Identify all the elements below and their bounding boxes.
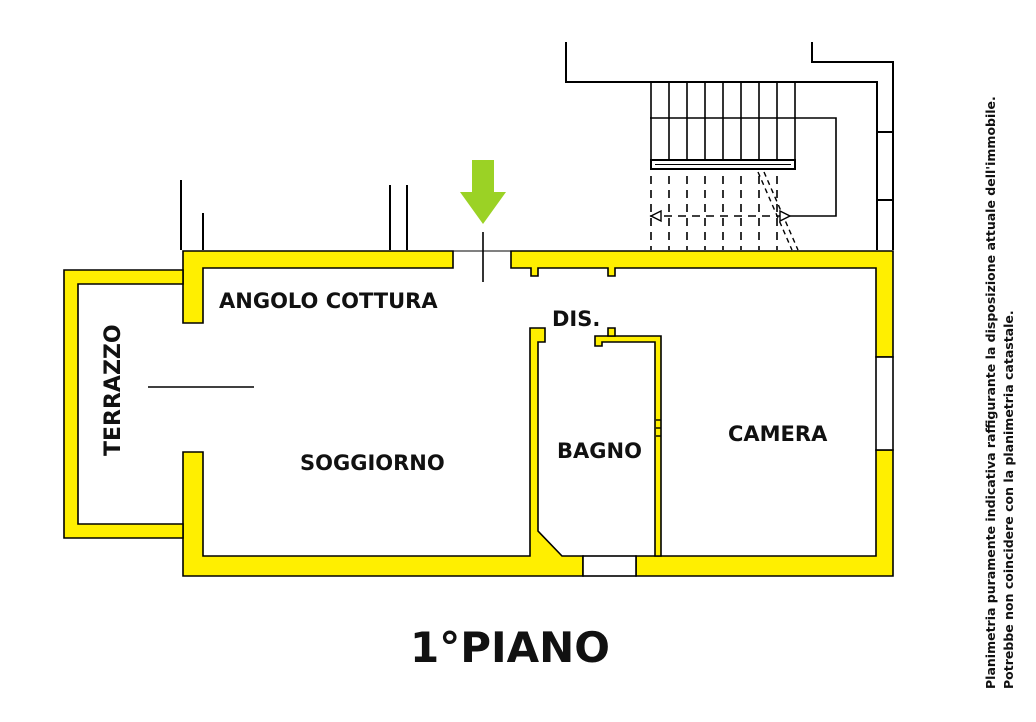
window-camera — [875, 356, 894, 451]
entrance — [453, 232, 511, 282]
room-label-soggiorno: SOGGIORNO — [300, 451, 445, 475]
openings — [582, 356, 894, 577]
stair-steps-upper — [650, 82, 796, 160]
adjacent-walls — [180, 180, 408, 250]
stair-direction-line — [650, 117, 837, 217]
wall-right-lower — [635, 449, 894, 577]
stair-direction-arrowhead — [779, 209, 792, 223]
bagno-door-mark — [656, 419, 661, 437]
walls — [63, 250, 894, 577]
disclaimer-line-1: Planimetria puramente indicativa raffigu… — [983, 96, 998, 689]
stair-break-line — [757, 171, 799, 251]
wall-bagno-right-stub — [607, 327, 616, 337]
disclaimer-line-2: Potrebbe non coincidere con la planimetr… — [1001, 310, 1016, 689]
floor-title: 1°PIANO — [410, 623, 610, 672]
room-label-dis: DIS. — [552, 307, 600, 331]
wall-top-right — [510, 250, 894, 358]
stair-outer-wall — [565, 42, 878, 250]
stair-landing-bar — [650, 159, 796, 170]
wall-bagno-right — [594, 335, 662, 557]
stair-direction-arrowhead — [649, 209, 662, 223]
room-label-camera: CAMERA — [728, 422, 828, 446]
room-label-bagno: BAGNO — [557, 439, 642, 463]
wall-terrazzo — [63, 269, 184, 539]
entrance-arrow-icon — [460, 160, 506, 224]
staircase — [565, 42, 894, 251]
stair-steps-lower — [650, 176, 790, 250]
room-label-angolo-cottura: ANGOLO COTTURA — [219, 289, 438, 313]
stair-outer-wall-right — [811, 42, 894, 250]
room-label-terrazzo: TERRAZZO — [101, 324, 126, 456]
window-bagno — [582, 555, 637, 577]
